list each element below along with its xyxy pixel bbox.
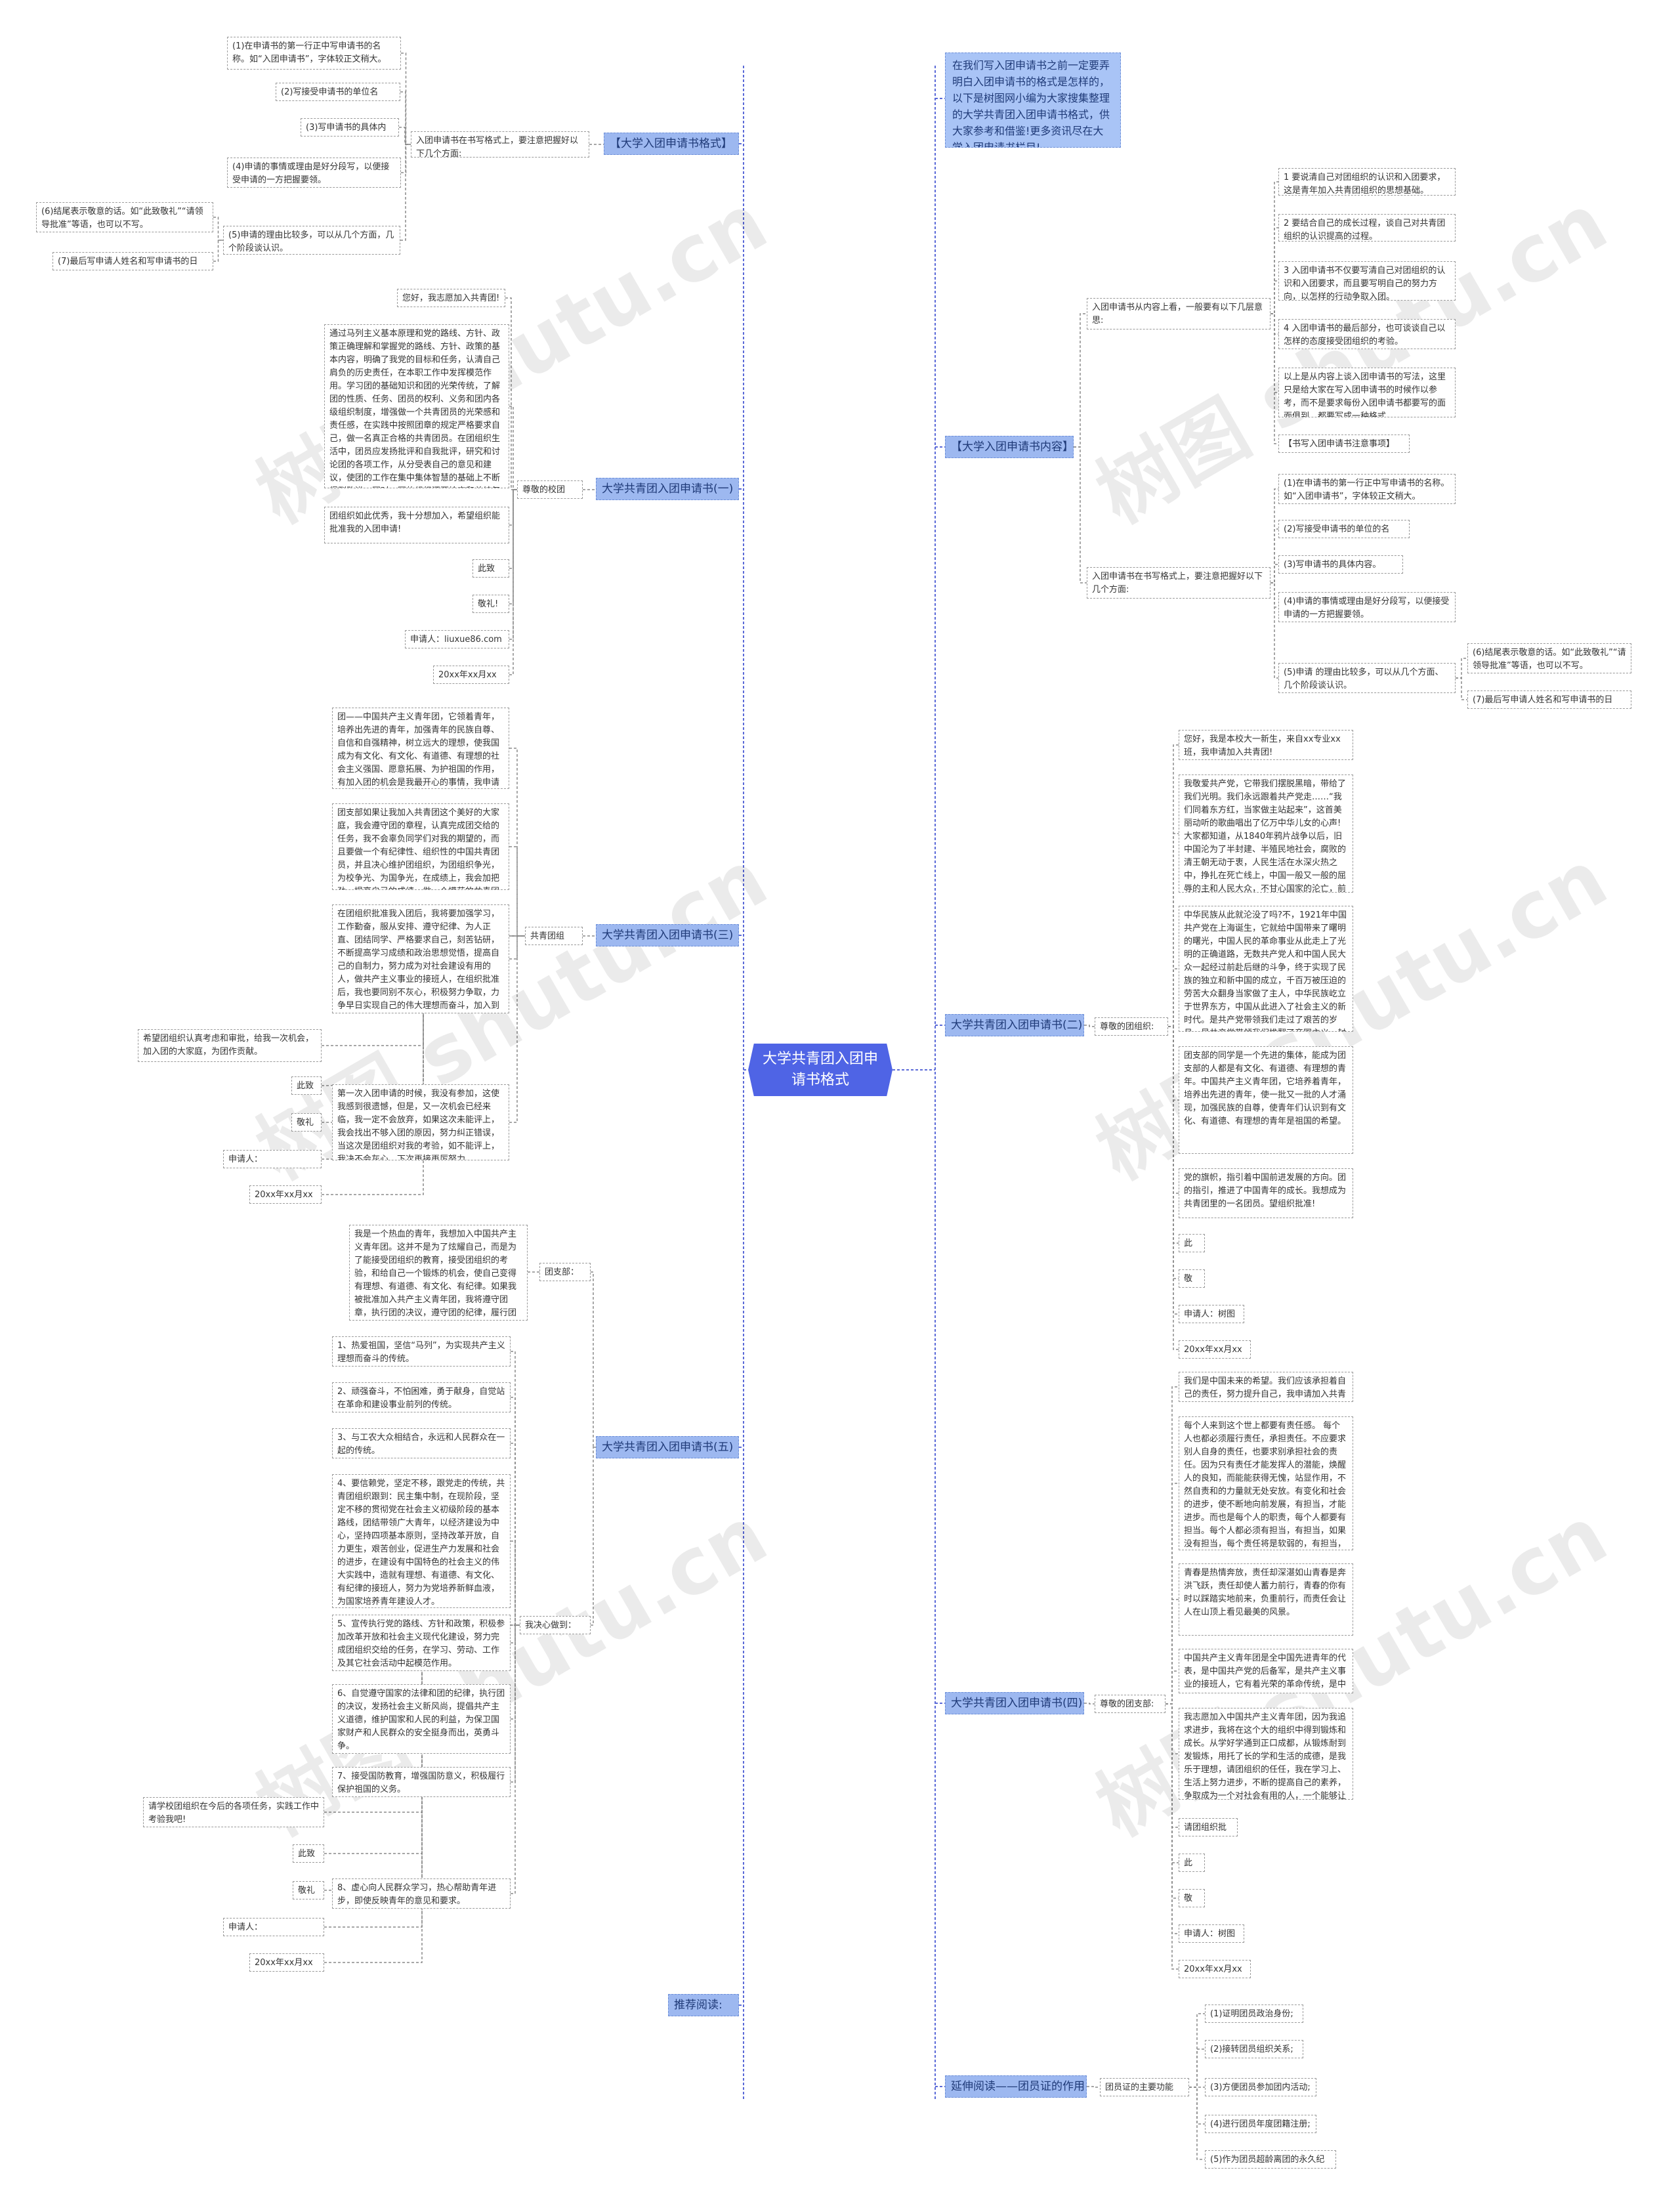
letter-four-item: 我们是中国未来的希望。我们应该承担着自己的责任，努力提升自己，我申请加入共青团! — [1179, 1372, 1353, 1402]
letter-two-item: 20xx年xx月xx日 — [1179, 1340, 1251, 1359]
letter-one-item: 20xx年xx月xx日 — [433, 666, 509, 684]
letter-three-item: 第一次入团申请的时候，我没有参加，这使我感到很遗憾，但是，又一次机会已经来临，我… — [332, 1084, 509, 1160]
letter-five-intro: 我是一个热血的青年，我想加入中国共产主义青年团。这并不是为了炫耀自己，而是为了能… — [349, 1225, 528, 1321]
letter-four-item: 20xx年xx月xx日 — [1179, 1960, 1251, 1978]
letter-one-item: 此致 — [472, 559, 509, 578]
letter-four-item: 申请人：树图网 — [1179, 1924, 1244, 1943]
subtopic-two: 尊敬的团组织: — [1095, 1017, 1168, 1036]
content-item: 1 要说清自己对团组织的认识和入团要求，这是青年加入共青团组织的思想基础。 — [1278, 168, 1456, 196]
letter-three-item: 希望团组织认真考虑和审批，给我一次机会，加入团的大家庭，为团作贡献。 — [138, 1029, 322, 1062]
subtopic-five-a: 团支部： — [539, 1263, 591, 1281]
letter-five-item: 此致 — [293, 1844, 324, 1863]
letter-one-item: 您好，我志愿加入共青团! — [397, 289, 505, 307]
letter-four-item: 敬礼 — [1179, 1889, 1205, 1907]
letter-two-item: 申请人：树图网 — [1179, 1305, 1244, 1323]
format-item: (5)申请的理由比较多，可以从几个方面，几个阶段谈认识。 — [223, 226, 400, 255]
letter-five-item: 申请人：liuxue86.com — [223, 1918, 324, 1936]
extended-item: (5)作为团员超龄离团的永久纪念。 — [1205, 2150, 1336, 2169]
branch-three[interactable]: 大学共青团入团申请书(三) — [596, 924, 739, 946]
letter-four-item: 中国共产主义青年团是全中国先进青年的代表，是中国共产党的后备军，是共产主义事业的… — [1179, 1649, 1353, 1693]
branch-format[interactable]: 【大学入团申请书格式】 — [604, 133, 739, 155]
letter-two-item: 团支部的同学是一个先进的集体，能成为团支部的人都是有文化、有道德、有理想的青年。… — [1179, 1046, 1353, 1154]
subtopic-three: 共青团组织： — [525, 927, 583, 945]
root-topic[interactable]: 大学共青团入团申请书格式 — [748, 1044, 892, 1096]
content-format-item: (2)写接受申请书的单位的名称。 — [1278, 520, 1410, 538]
branch-extended[interactable]: 延伸阅读——团员证的作用 — [945, 2075, 1087, 2098]
letter-two-item: 此致 — [1179, 1234, 1205, 1252]
content-format-item: (3)写申请书的具体内容。 — [1278, 555, 1403, 574]
letter-five-item: 2、顽强奋斗，不怕困难，勇于献身，自觉站在革命和建设事业前列的传统。 — [332, 1382, 511, 1412]
branch-four[interactable]: 大学共青团入团申请书(四) — [945, 1692, 1084, 1714]
format-item: (2)写接受申请书的单位名称。 — [276, 83, 400, 101]
letter-five-item: 请学校团组织在今后的各项任务，实践工作中考验我吧! — [143, 1797, 324, 1827]
content-format-item: (4)申请的事情或理由是好分段写，以便接受申请的一方把握要领。 — [1278, 592, 1456, 622]
extended-item: (3)方便团员参加团内活动; — [1205, 2078, 1316, 2096]
letter-four-item: 此致 — [1179, 1854, 1205, 1872]
content-format-item: (6)结尾表示敬意的话。如“此致敬礼”“请领导批准”等语，也可以不写。 — [1467, 643, 1631, 673]
letter-two-item: 您好，我是本校大一新生，来自xx专业xx班，我申请加入共青团! — [1179, 730, 1353, 760]
letter-three-item: 在团组织批准我入团后，我将要加强学习，工作勤奋，服从安排、遵守纪律、为人正直、团… — [332, 904, 509, 1013]
branch-recommend[interactable]: 推荐阅读: — [668, 1994, 739, 2016]
letter-two-item: 我敬爱共产党，它带我们摆脱黑暗，带给了我们光明。我们永远跟着共产党走……“我们同… — [1179, 774, 1353, 893]
letter-three-item: 申请人：liuxue86.com — [223, 1150, 322, 1168]
letter-one-item: 团组织如此优秀，我十分想加入，希望组织能批准我的入团申请! — [324, 507, 509, 543]
letter-two-item: 中华民族从此就沦没了吗?不，1921年中国共产党在上海诞生，它就给中国带来了曙明… — [1179, 906, 1353, 1032]
format-item: (1)在申请书的第一行正中写申请书的名称。如“入团申请书”，字体较正文稍大。 — [227, 37, 401, 70]
content-format-item: (5)申请 的理由比较多，可以从几个方面、几个阶段谈认识。 — [1278, 663, 1456, 693]
letter-two-item: 敬礼 — [1179, 1269, 1205, 1288]
letter-three-item: 此致 — [291, 1076, 322, 1095]
letter-five-item: 敬礼 — [293, 1881, 324, 1899]
subtopic-extended: 团员证的主要功能是: — [1100, 2078, 1189, 2096]
extended-item: (1)证明团员政治身份; — [1205, 2004, 1303, 2023]
letter-five-item: 7、接受国防教育，增强国防意义，积极履行保护祖国的义务。 — [332, 1767, 511, 1797]
content-item: 【书写入团申请书注意事项】 — [1278, 435, 1410, 453]
letter-one-item: 申请人：liuxue86.com — [405, 630, 509, 648]
letter-four-item: 我志愿加入中国共产主义青年团，因为我追求进步，我将在这个大的组织中得到锻炼和成长… — [1179, 1708, 1353, 1800]
letter-one-item: 通过马列主义基本原理和党的路线、方针、政策正确理解和掌握党的路线、方针、政策的基… — [324, 324, 509, 488]
format-item: (6)结尾表示敬意的话。如“此致敬礼”“请领导批准”等语，也可以不写。 — [36, 202, 213, 232]
branch-one[interactable]: 大学共青团入团申请书(一) — [596, 478, 739, 500]
subtopic-one: 尊敬的校团委： — [517, 480, 583, 499]
letter-one-item: 敬礼! — [472, 595, 509, 613]
letter-five-item: 3、与工农大众相结合，永远和人民群众在一起的传统。 — [332, 1428, 511, 1458]
subtopic-format: 入团申请书在书写格式上，要注意把握好以下几个方面: — [411, 131, 589, 158]
extended-item: (4)进行团员年度团籍注册; — [1205, 2115, 1316, 2133]
letter-three-item: 团支部如果让我加入共青团这个美好的大家庭，我会遵守团的章程，认真完成团交给的任务… — [332, 803, 509, 890]
subtopic-four: 尊敬的团支部: — [1095, 1695, 1166, 1713]
subtopic-content-a: 入团申请书从内容上看，一般要有以下几层意思: — [1087, 298, 1270, 329]
content-item: 3 入团申请书不仅要写清自己对团组织的认识和入团要求，而且要写明自己的努力方向，… — [1278, 261, 1456, 301]
letter-four-item: 每个人来到这个世上都要有责任感。 每个人也都必须履行责任，承担责任。不应要求别人… — [1179, 1416, 1353, 1550]
letter-five-item: 8、虚心向人民群众学习，热心帮助青年进步，即使反映青年的意见和要求。 — [332, 1878, 511, 1909]
format-item: (4)申请的事情或理由是好分段写，以便接受申请的一方把握要领。 — [227, 158, 401, 188]
content-item: 以上是从内容上谈入团申请书的写法，这里只是给大家在写入团申请书的时候作以参考，而… — [1278, 368, 1456, 417]
letter-five-item: 20xx年xx月xx日 — [249, 1953, 324, 1972]
letter-three-item: 敬礼 — [291, 1113, 322, 1132]
intro-note: 在我们写入团申请书之前一定要弄明白入团申请书的格式是怎样的，以下是树图网小编为大… — [945, 53, 1121, 148]
extended-item: (2)接转团员组织关系; — [1205, 2040, 1303, 2058]
letter-five-item: 6、自觉遵守国家的法律和团的纪律，执行团的决议，发扬社会主义新风尚，提倡共产主义… — [332, 1684, 511, 1754]
letter-four-item: 请团组织批准! — [1179, 1818, 1238, 1836]
letter-five-item: 4、要信赖党，坚定不移，跟党走的传统，共青团组织跟到：民主集中制，在现阶段，坚定… — [332, 1474, 511, 1608]
format-item: (7)最后写申请人姓名和写申请书的日期。 — [52, 252, 213, 270]
letter-three-item: 团——中国共产主义青年团，它领着青年，培养出先进的青年，加强青年的民族自尊、自信… — [332, 708, 509, 789]
subtopic-content-b: 入团申请书在书写格式上，要注意把握好以下几个方面: — [1087, 567, 1270, 599]
letter-two-item: 党的旗帜，指引着中国前进发展的方向。团的指引，推进了中国青年的成长。我想成为共青… — [1179, 1168, 1353, 1218]
subtopic-five-b: 我决心做到： — [520, 1616, 591, 1634]
letter-five-item: 1、热爱祖国，坚信“马列”，为实现共产主义理想而奋斗的传统。 — [332, 1336, 511, 1367]
letter-five-item: 5、宣传执行党的路线、方针和政策，积极参加改革开放和社会主义现代化建设，努力完成… — [332, 1615, 511, 1671]
branch-content[interactable]: 【大学入团申请书内容】 — [945, 436, 1074, 458]
content-item: 4 入团申请书的最后部分，也可谈谈自己以怎样的态度接受团组织的考验。 — [1278, 319, 1456, 349]
branch-two[interactable]: 大学共青团入团申请书(二) — [945, 1014, 1084, 1036]
content-format-item: (1)在申请书的第一行正中写申请书的名称。如“入团申请书”，字体较正文稍大。 — [1278, 474, 1456, 504]
branch-five[interactable]: 大学共青团入团申请书(五) — [596, 1436, 739, 1458]
letter-four-item: 青春是热情奔放，责任却深湛如山青春是奔洪飞跃，责任却使人蓄力前行，青春的你有时以… — [1179, 1563, 1353, 1636]
content-item: 2 要结合自己的成长过程，谈自己对共青团组织的认识提高的过程。 — [1278, 214, 1456, 242]
content-format-item: (7)最后写申请人姓名和写申请书的日期。 — [1467, 690, 1631, 709]
letter-three-item: 20xx年xx月xx日 — [249, 1185, 322, 1204]
format-item: (3)写申请书的具体内容。 — [301, 118, 399, 137]
